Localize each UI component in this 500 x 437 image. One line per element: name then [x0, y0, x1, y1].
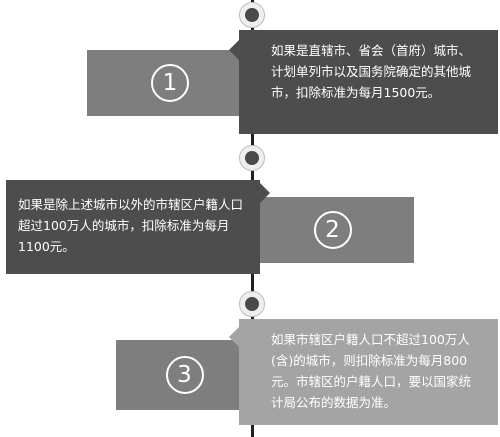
step-3-number-box: 3	[116, 340, 253, 410]
step-3-number: 3	[165, 356, 204, 394]
step-1-pointer	[229, 40, 239, 60]
step-3-text-box: 如果市辖区户籍人口不超过100万人(含)的城市，则扣除标准为每月800元。市辖区…	[239, 319, 498, 425]
step-1-text: 如果是直辖市、省会（首府）城市、计划单列市以及国务院确定的其他城市，扣除标准为每…	[271, 43, 472, 100]
step-2-text: 如果是除上述城市以外的市辖区户籍人口超过100万人的城市，扣除标准为每月1100…	[18, 197, 244, 254]
timeline-node-1	[239, 2, 265, 28]
timeline-node-dot	[245, 8, 259, 22]
step-3-text: 如果市辖区户籍人口不超过100万人(含)的城市，则扣除标准为每月800元。市辖区…	[271, 332, 472, 410]
step-1-text-box: 如果是直辖市、省会（首府）城市、计划单列市以及国务院确定的其他城市，扣除标准为每…	[239, 30, 498, 134]
step-2-pointer	[260, 183, 270, 203]
timeline-node-dot	[245, 151, 259, 165]
step-2-number: 2	[313, 211, 352, 249]
timeline-node-3	[239, 291, 265, 317]
step-1-number-box: 1	[87, 50, 253, 116]
step-2-text-box: 如果是除上述城市以外的市辖区户籍人口超过100万人的城市，扣除标准为每月1100…	[6, 180, 260, 274]
timeline-node-2	[239, 145, 265, 171]
step-1-number: 1	[151, 64, 189, 102]
timeline-node-dot	[245, 297, 259, 311]
step-2-number-box: 2	[251, 197, 414, 263]
step-3-pointer	[229, 327, 239, 347]
